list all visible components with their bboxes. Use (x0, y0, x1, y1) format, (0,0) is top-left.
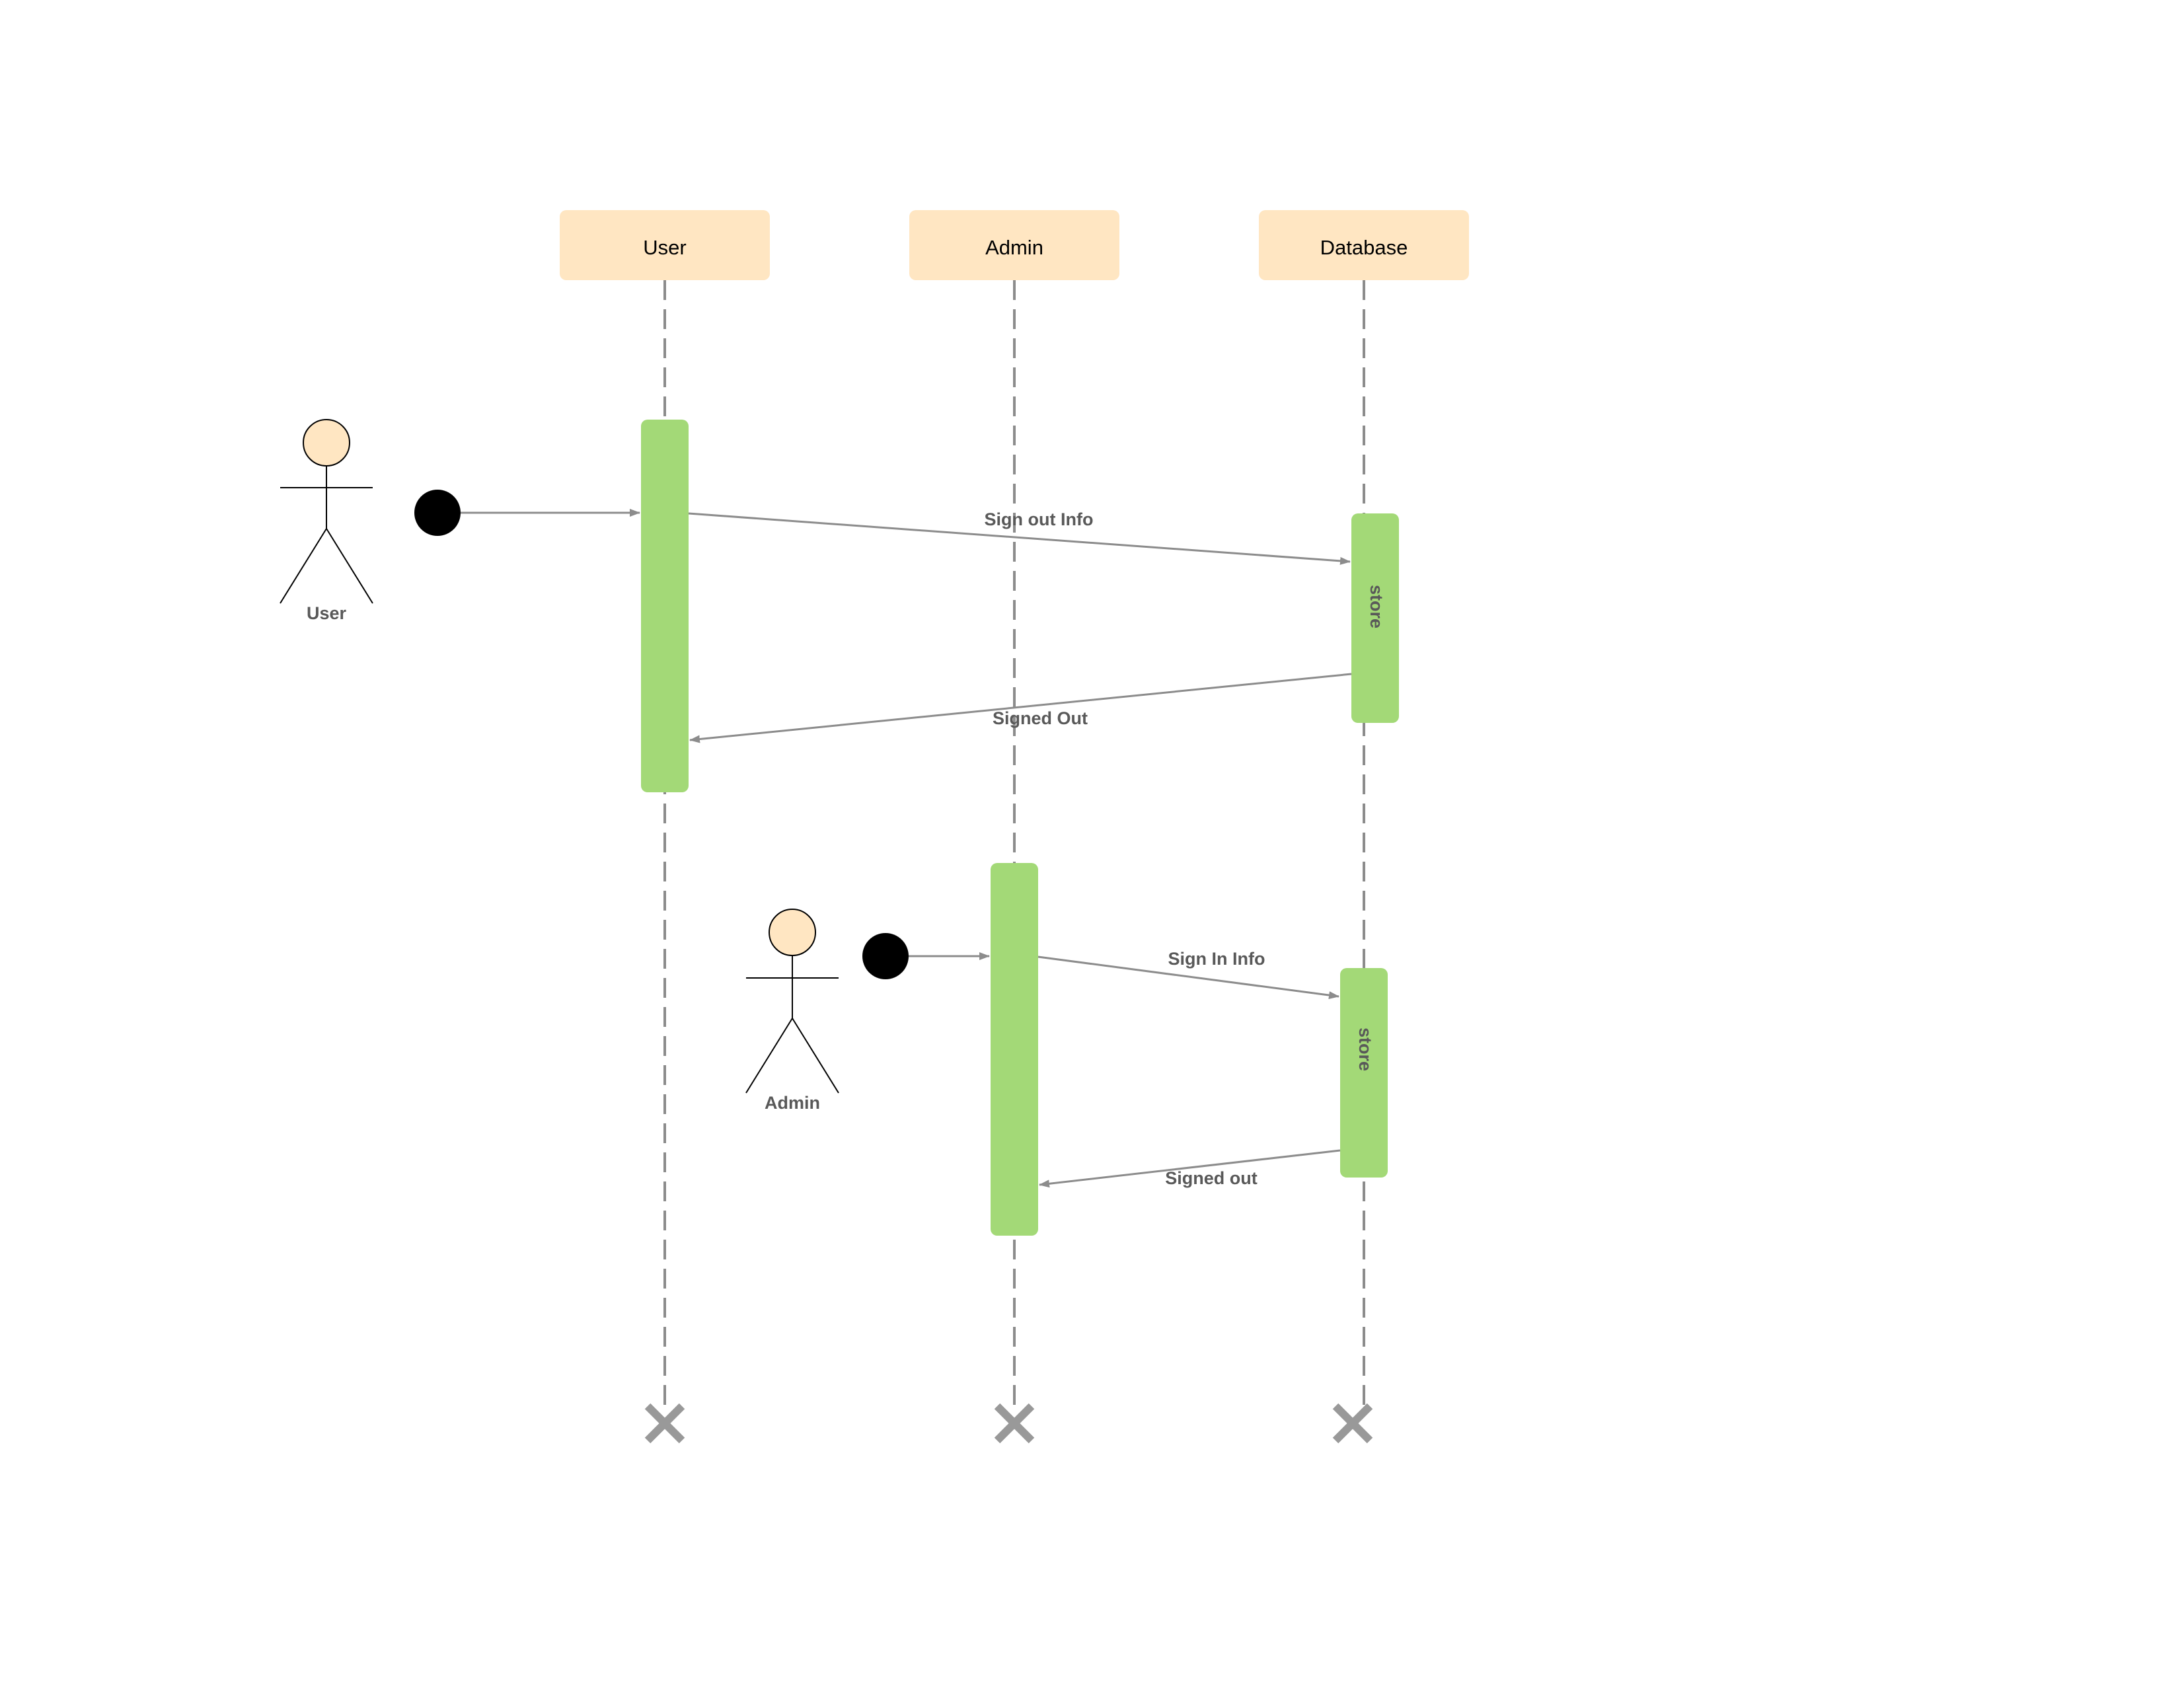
lifeline-admin-head[interactable]: Admin (909, 210, 1119, 280)
lifeline-head-box (909, 210, 1119, 280)
start-dot-user[interactable] (414, 490, 461, 536)
activation-user[interactable] (641, 420, 689, 792)
lifeline-user-label: User (643, 236, 686, 259)
message-signed-out-arrow[interactable] (689, 673, 1352, 743)
lifeline-head-box (1259, 210, 1469, 280)
activation-admin[interactable] (991, 863, 1038, 1236)
message-sign-out-info-label: Sign out Info (985, 509, 1094, 529)
activation-database-store-1[interactable] (1351, 513, 1399, 723)
actor-right-leg (792, 1018, 839, 1094)
lifeline-database-label: Database (1320, 236, 1408, 259)
lifeline-admin-label: Admin (985, 236, 1043, 259)
message-sign-in-info-arrow[interactable] (1037, 955, 1339, 999)
actor-admin[interactable]: Admin (745, 909, 839, 1113)
actor-left-leg (745, 1018, 793, 1094)
actor-head (769, 909, 816, 956)
lifeline-head-box (560, 210, 770, 280)
start-dot-admin[interactable] (862, 933, 909, 979)
destroy-marker-database (1332, 1403, 1373, 1444)
destroy-marker-admin (994, 1403, 1035, 1444)
activation-label-store-2: store (1355, 1028, 1375, 1071)
lifeline-user-head[interactable]: User (560, 210, 770, 280)
actor-user-label: User (307, 603, 347, 623)
actor-head (303, 419, 350, 467)
lifeline-database-head[interactable]: Database (1259, 210, 1469, 280)
actor-right-leg (326, 528, 373, 604)
actor-user[interactable]: User (280, 419, 373, 623)
message-signed-out-label: Signed Out (993, 708, 1088, 728)
message-signed-out-admin-label: Signed out (1165, 1168, 1257, 1188)
destroy-marker-user (644, 1403, 685, 1444)
message-signed-out-admin-arrow[interactable] (1039, 1149, 1341, 1188)
actor-admin-label: Admin (765, 1093, 820, 1113)
activation-database-store-2[interactable] (1340, 968, 1388, 1178)
activation-label-store-1: store (1367, 585, 1386, 628)
actor-left-leg (280, 528, 327, 604)
message-sign-out-info-arrow[interactable] (688, 512, 1351, 565)
message-sign-in-info-label: Sign In Info (1168, 949, 1265, 969)
